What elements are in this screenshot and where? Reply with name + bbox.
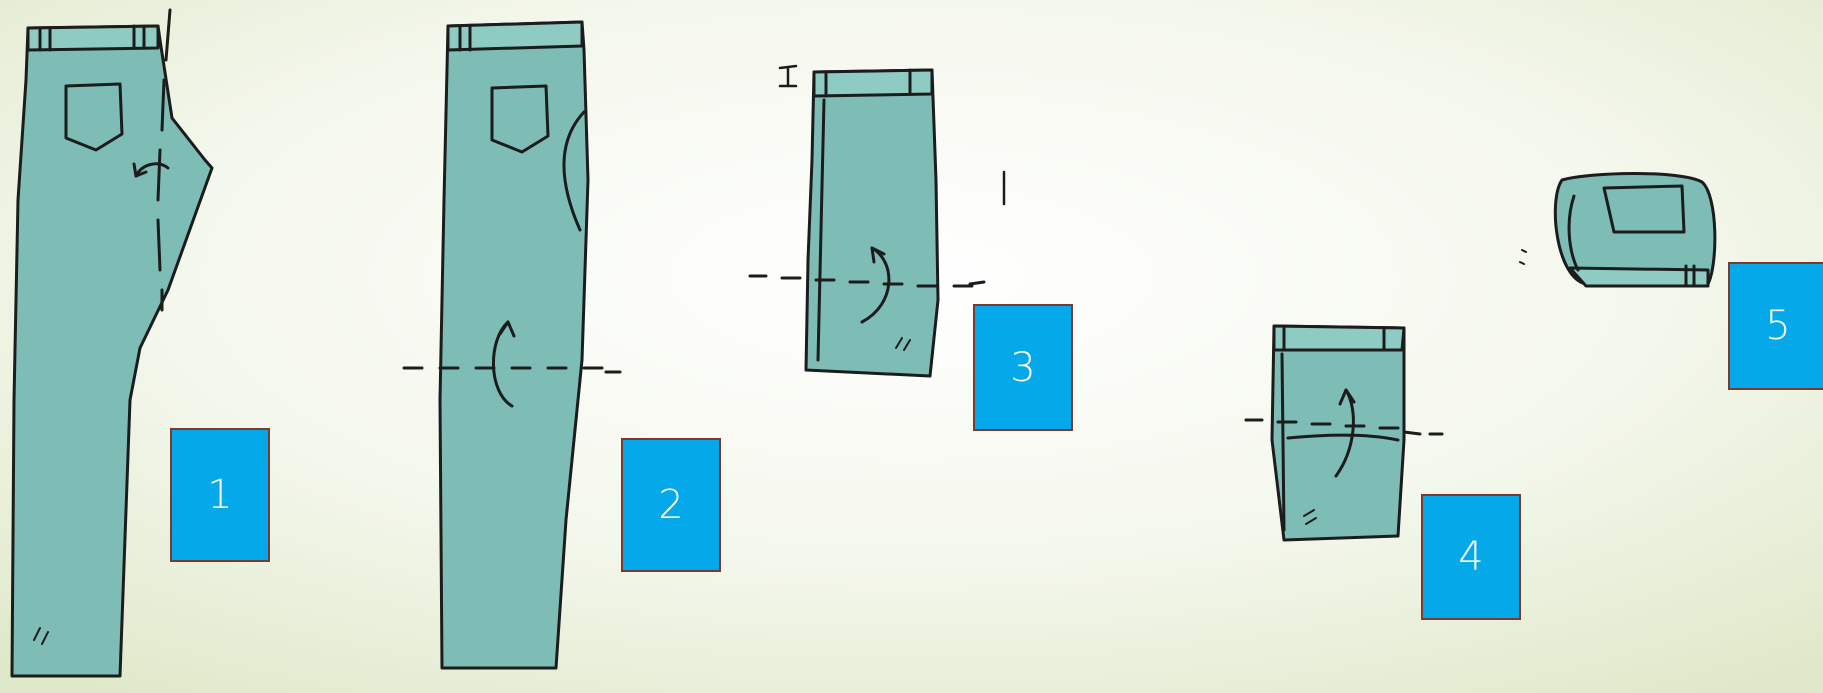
step-3-jeans-illustration [748,64,1006,378]
step-3-fold-arrow-head [870,246,886,264]
step-1-badge: 1 [170,428,270,562]
step-4-jeans-illustration [1244,324,1444,542]
step-1-jeans-illustration [10,8,214,678]
step-1-fold-arrow-head [132,162,148,178]
step-4-fold-arrow-head [1338,388,1356,406]
step-3-stitch-mark [895,337,911,351]
step-3-top-marker [778,64,798,88]
step-2-back-pocket [490,84,550,154]
step-3-belt-loop [824,68,912,98]
step-4-fold-line [1244,418,1444,436]
step-3-jeans-body [804,68,940,378]
step-3-fold-line [748,274,986,288]
step-2-belt-loop [458,24,472,52]
step-2-fold-line [402,366,622,374]
step-5-belt-loop [1684,264,1696,288]
step-3-badge: 3 [973,304,1073,431]
step-1-belt-loop-right [132,24,146,50]
step-3-waistband [812,68,934,98]
step-1-stitch-mark [33,627,49,645]
step-5-top-flap [1602,184,1686,234]
step-4-fold-crease [1286,433,1400,442]
step-2-jeans-illustration [402,20,622,670]
step-1-jeans-body [10,24,214,678]
step-5-badge: 5 [1728,262,1823,390]
step-5-side-mark [1519,249,1527,265]
step-1-belt-loop [38,26,52,52]
step-3-inner-edge [816,98,826,362]
step-4-jeans-body [1270,324,1406,542]
step-4-inner-edge [1280,352,1286,532]
step-1-waistband [26,24,160,52]
step-2-waistband [446,20,584,52]
step-1-fold-arrow [134,162,170,178]
step-4-belt-loop [1282,326,1386,352]
step-2-badge: 2 [621,438,721,572]
step-5-jeans-illustration [1519,172,1717,288]
step-4-stitch-mark [1303,509,1317,525]
step-5-bundle-body [1553,172,1717,286]
step-2-fold-arrow-head [498,320,516,338]
step-1-back-pocket [64,82,124,152]
step-3-fold-arrow [860,246,891,324]
step-2-side-seam [562,110,586,232]
step-4-badge: 4 [1421,494,1521,620]
step-1-fold-line [156,8,172,312]
step-4-waistband [1272,324,1406,352]
step-5-inner-edge [1567,194,1580,272]
step-5-waistband [1568,266,1710,288]
